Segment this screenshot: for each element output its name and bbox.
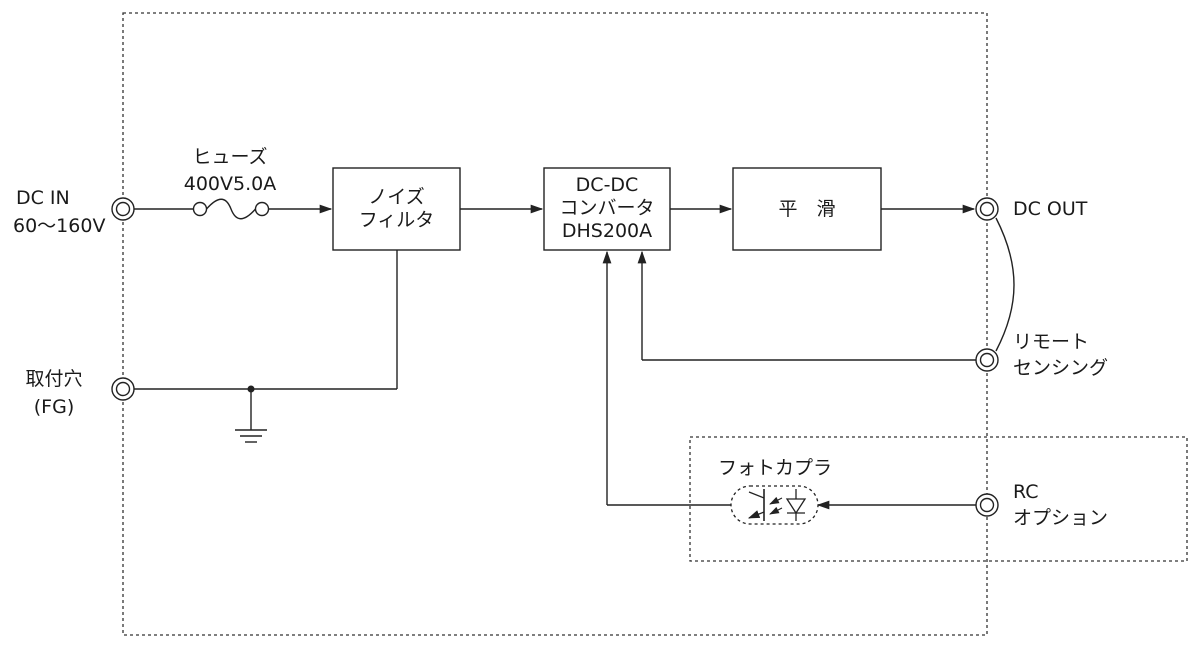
photocoupler-symbol (730, 485, 819, 525)
noise-filter-line1: ノイズ (368, 186, 425, 208)
noise-filter-label: ノイズ フィルタ (333, 186, 460, 232)
fuse-rating-label: 400V5.0A (183, 173, 277, 195)
smoothing-label: 平 滑 (778, 198, 836, 220)
fuse-symbol (192, 198, 270, 220)
converter-line2: コンバータ (559, 197, 655, 219)
ground-symbol (235, 429, 267, 443)
remote-sensing-path (637, 250, 976, 361)
dc-out-label: DC OUT (1013, 198, 1088, 220)
sense-jumper-wire (995, 217, 1015, 352)
dc-in-voltage-label: 60〜160V (13, 215, 106, 237)
converter-label: DC-DC コンバータ DHS200A (544, 174, 670, 243)
rc-label: RC (1013, 481, 1039, 503)
converter-line1: DC-DC (575, 174, 639, 196)
rc-option-boundary (689, 436, 1188, 562)
remote-sensing-label-1: リモート (1013, 331, 1090, 353)
dc-in-terminal (111, 197, 135, 221)
fuse-label: ヒューズ (192, 146, 268, 168)
mount-hole-label: 取付穴 (25, 368, 83, 390)
dc-in-label: DC IN (16, 187, 70, 209)
unit-boundary (122, 12, 988, 636)
ground-junction-dot (247, 385, 255, 393)
dc-dc-converter-block (543, 167, 671, 251)
noise-filter-line2: フィルタ (358, 209, 435, 231)
fg-terminal (111, 377, 135, 401)
fg-label: (FG) (33, 396, 75, 418)
rc-option-label: オプション (1013, 507, 1109, 529)
remote-sensing-label-2: センシング (1013, 357, 1109, 379)
ground-path (134, 250, 398, 430)
converter-line3: DHS200A (561, 220, 653, 242)
rc-terminal (975, 493, 999, 517)
photocoupler-label: フォトカプラ (717, 457, 832, 479)
remote-sensing-terminal (975, 348, 999, 372)
rc-control-path (602, 250, 976, 510)
dc-out-terminal (975, 197, 999, 221)
